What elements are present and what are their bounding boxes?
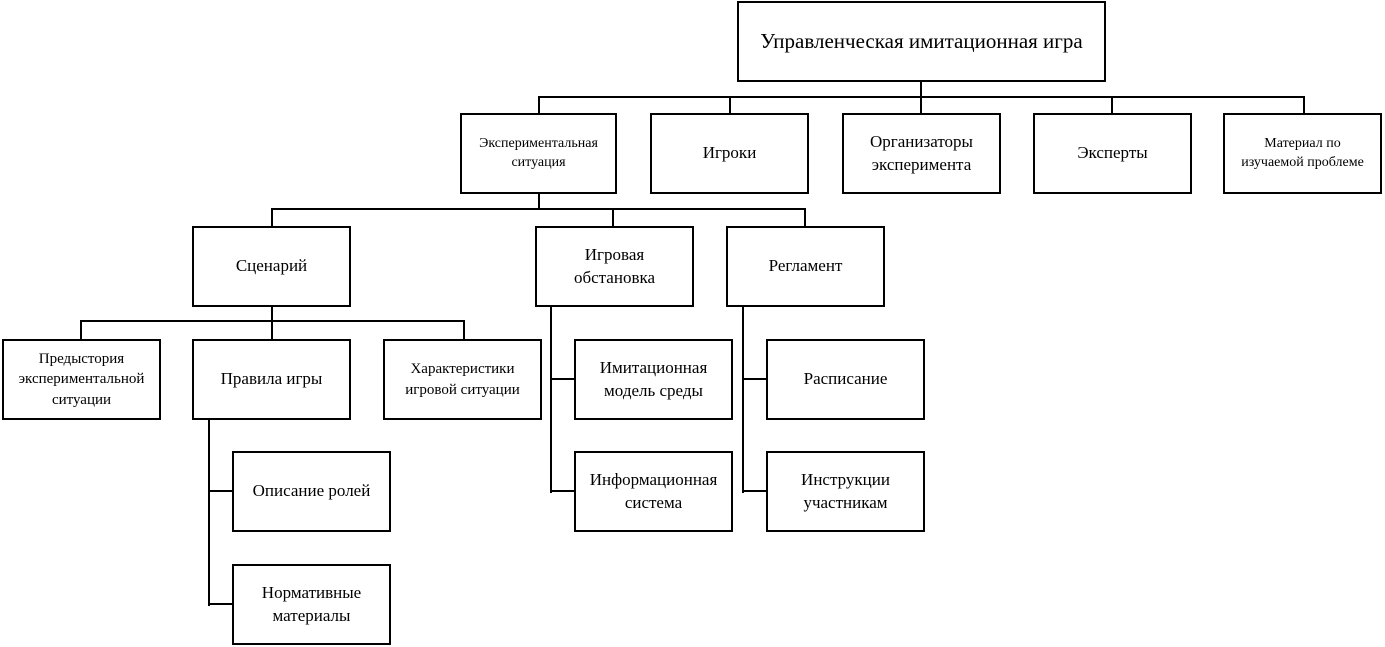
node-game-rules: Правила игры [192,339,351,420]
root-node: Управленческая имитационная игра [737,1,1106,82]
node-players: Игроки [650,113,809,194]
node-instructions: Инструкции участникам [766,451,925,532]
node-characteristics: Характеристики игровой ситуации [383,339,542,420]
node-schedule: Расписание [766,339,925,420]
node-experts: Эксперты [1033,113,1192,194]
node-info-system: Информационная система [574,451,733,532]
node-regulations: Регламент [726,226,885,307]
node-normative: Нормативные материалы [232,564,391,645]
node-prehistory: Предыстория экспериментальной ситуации [2,339,161,420]
node-organizers: Организаторы эксперимента [842,113,1001,194]
node-scenario: Сценарий [192,226,351,307]
node-material: Материал по изучаемой проблеме [1223,113,1382,194]
node-simulation-model: Имитационная модель среды [574,339,733,420]
node-roles: Описание ролей [232,451,391,532]
node-game-environment: Игровая обстановка [535,226,694,307]
node-experimental-situation: Экспериментальная ситуация [460,113,617,194]
